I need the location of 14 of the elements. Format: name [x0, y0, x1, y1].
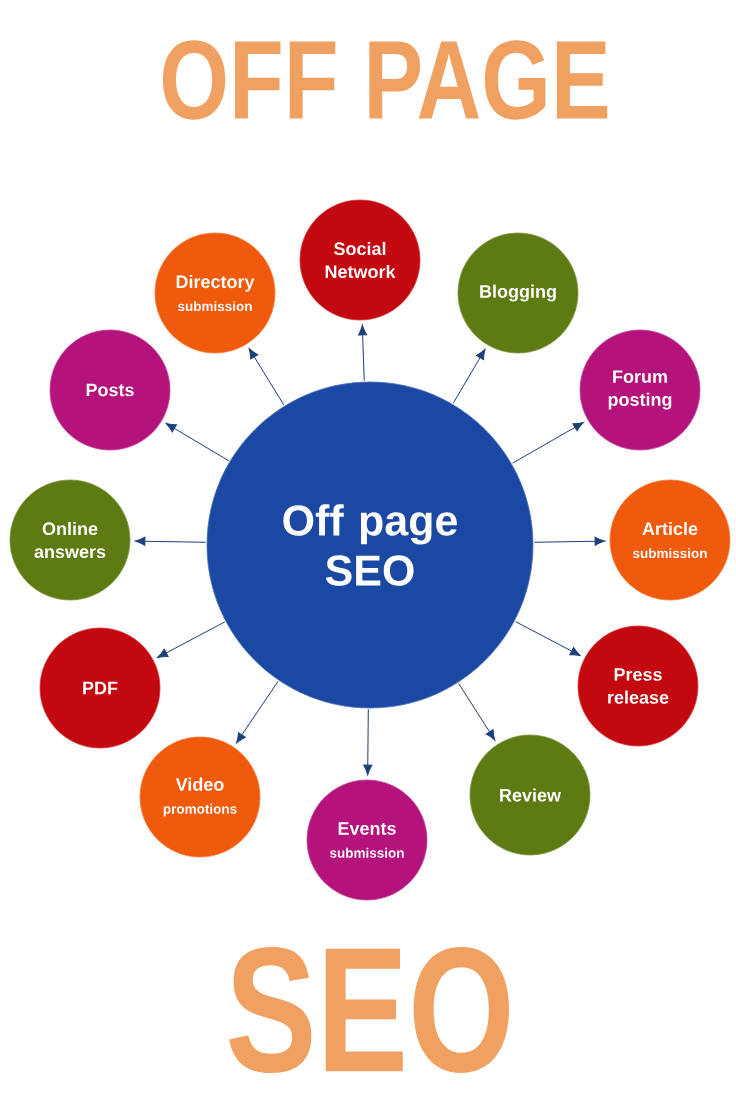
arrow [512, 422, 584, 464]
heading: SEO [229, 947, 509, 1073]
arrow [157, 621, 226, 658]
heading: OFF PAGE [163, 40, 608, 120]
arrow [165, 422, 230, 462]
arrow [515, 621, 581, 657]
arrow [248, 348, 285, 406]
arrow [452, 348, 486, 404]
arrow [458, 682, 496, 741]
arrow [533, 536, 606, 546]
arrow [363, 708, 373, 776]
arrow [236, 680, 279, 744]
arrow [358, 324, 368, 382]
arrow [134, 536, 207, 546]
